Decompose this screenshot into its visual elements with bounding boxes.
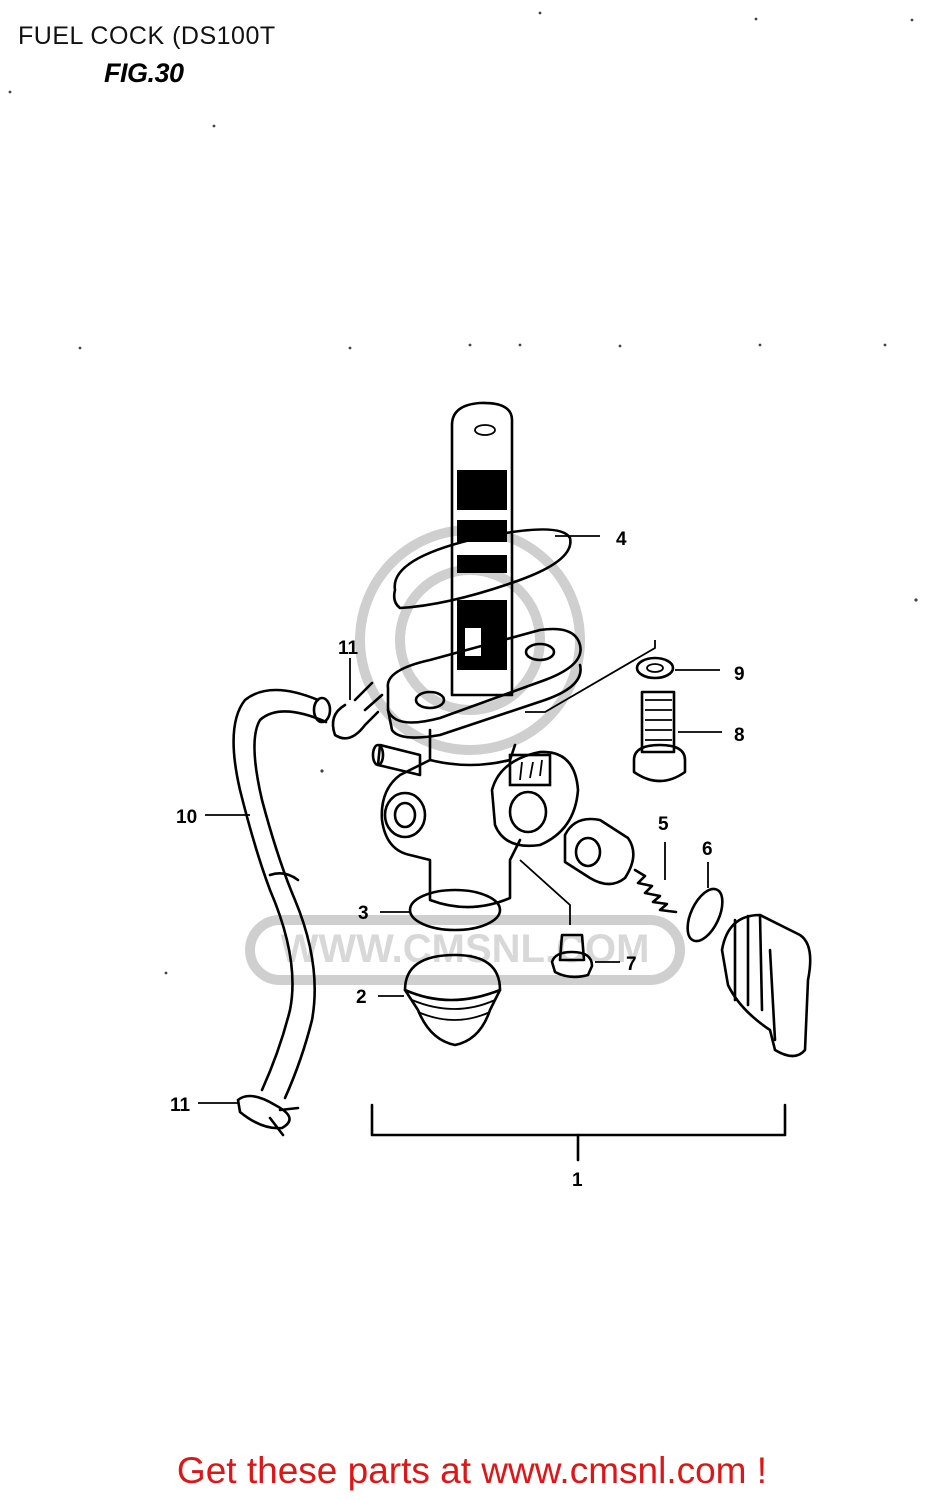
washer-part-9: [635, 656, 675, 680]
callout-10: 10: [176, 807, 197, 828]
callout-1: 1: [572, 1170, 583, 1191]
fuel-cup-part-2: [403, 953, 502, 1047]
callout-11-lower: 11: [170, 1095, 191, 1116]
o-ring-part-3: [408, 888, 502, 932]
callout-2: 2: [356, 987, 367, 1008]
assembly-guide-lines: [519, 640, 656, 925]
plunger-part-5: [563, 817, 678, 914]
figure-label: FIG.30: [104, 58, 184, 88]
callout-7: 7: [626, 954, 637, 975]
valve-body: [371, 728, 580, 909]
drain-screw-part-7: [550, 933, 594, 979]
bolt-part-8: [632, 690, 687, 783]
mounting-plate: [386, 627, 582, 739]
callout-9: 9: [734, 664, 745, 685]
hose-part-10: [232, 688, 332, 1100]
callout-5: 5: [658, 814, 669, 835]
callout-6: 6: [702, 839, 713, 860]
page-title: FUEL COCK (DS100T: [18, 22, 276, 50]
callout-11-upper: 11: [338, 638, 359, 659]
exploded-parts-diagram: WWW.CMSNL.COM: [8, 11, 918, 1191]
leader-lines: [198, 535, 722, 1104]
watermark-text: WWW.CMSNL.COM: [281, 927, 650, 971]
callout-4: 4: [616, 529, 627, 550]
clamp-part-11-lower: [236, 1094, 300, 1137]
watermark-logo: WWW.CMSNL.COM: [245, 525, 685, 985]
fuel-cock-lever: [450, 401, 514, 697]
assembly-bracket-part-1: [370, 1103, 787, 1137]
callout-8: 8: [734, 725, 745, 746]
get-parts-link[interactable]: Get these parts at www.cmsnl.com !: [176, 1450, 768, 1491]
scan-speckles: [8, 11, 918, 975]
knob-cap: [720, 913, 812, 1058]
callout-3: 3: [358, 903, 369, 924]
clamp-part-11-upper: [331, 681, 384, 740]
washer-part-6: [686, 887, 724, 943]
gasket-part-4: [392, 528, 572, 610]
